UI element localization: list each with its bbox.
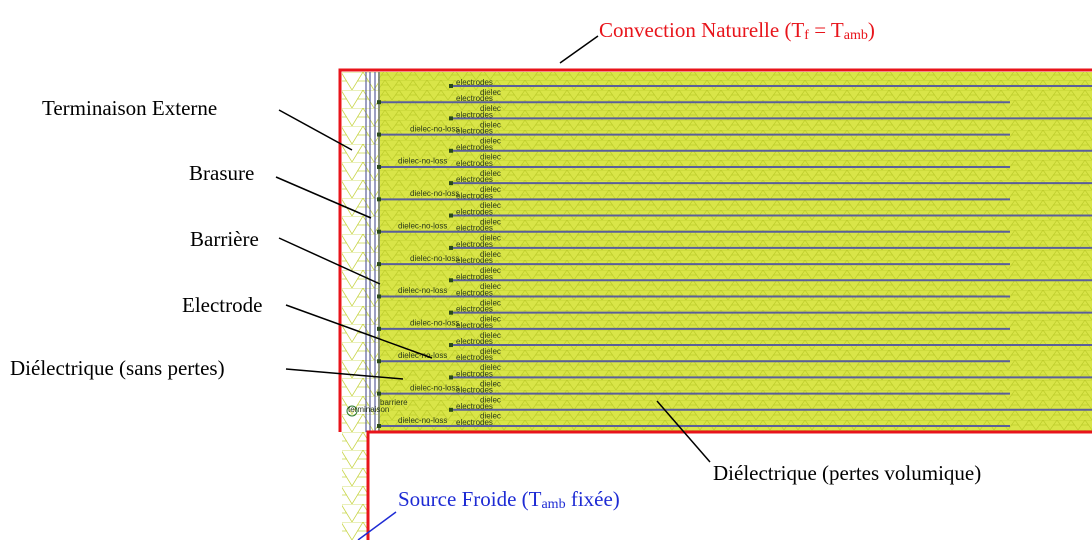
mesh-tag-dielec: dielec xyxy=(480,201,501,210)
dielectric-mesh xyxy=(378,72,1092,432)
mesh-tag-electrodes: electrodes xyxy=(456,418,493,427)
electrode-node xyxy=(377,164,381,169)
electrode-node xyxy=(377,132,381,137)
mesh-tag-dielec: dielec xyxy=(480,396,501,405)
mesh-tag-dielec: dielec xyxy=(480,120,501,129)
mesh-tag-electrodes: electrodes xyxy=(456,191,493,200)
mesh-tag-dielec: dielec xyxy=(480,315,501,324)
label-dielectrique-pertes: Diélectrique (pertes volumique) xyxy=(713,461,981,485)
mesh-tag-dielec: dielec xyxy=(480,250,501,259)
mesh-tag-dielec-no-loss: dielec-no-loss xyxy=(398,157,447,166)
mesh-tag-dielec: dielec xyxy=(480,282,501,291)
mesh-tag-electrodes: electrodes xyxy=(456,305,493,314)
electrode-node xyxy=(449,278,453,283)
electrode-stack xyxy=(377,84,1092,428)
mesh-tag-dielec-no-loss: dielec-no-loss xyxy=(398,416,447,425)
electrode-node xyxy=(377,100,381,105)
mesh-tag-dielec-no-loss: dielec-no-loss xyxy=(410,124,459,133)
mesh-tag-dielec: dielec xyxy=(480,347,501,356)
mesh-tag-electrodes: electrodes xyxy=(456,143,493,152)
mesh-tag-electrodes: electrodes xyxy=(456,94,493,103)
mesh-tag-electrodes: electrodes xyxy=(456,110,493,119)
mesh-tag-electrodes: electrodes xyxy=(456,175,493,184)
electrode-node xyxy=(449,310,453,315)
mesh-tag-dielec: dielec xyxy=(480,363,501,372)
mesh-tag-dielec-no-loss: dielec-no-loss xyxy=(410,254,459,263)
mesh-tag-electrodes: electrodes xyxy=(456,321,493,330)
mesh-tag-dielec: dielec xyxy=(480,298,501,307)
mesh-tag-electrodes: electrodes xyxy=(456,386,493,395)
electrode-node xyxy=(377,391,381,396)
mesh-tag-electrodes: electrodes xyxy=(456,272,493,281)
electrode-node xyxy=(449,343,453,348)
mesh-tag-electrodes: electrodes xyxy=(456,78,493,87)
electrode-node xyxy=(449,148,453,153)
convection-boundary xyxy=(338,68,1092,432)
mesh-tag-dielec-no-loss: dielec-no-loss xyxy=(398,221,447,230)
mesh-tag-barriere: barriere xyxy=(380,398,408,407)
mesh-tag-dielec-no-loss: dielec-no-loss xyxy=(410,319,459,328)
mesh-tag-dielec: dielec xyxy=(480,88,501,97)
label-electrode: Electrode xyxy=(182,293,262,317)
label-barriere: Barrière xyxy=(190,227,259,251)
mesh-tag-dielec: dielec xyxy=(480,379,501,388)
label-terminaison-externe: Terminaison Externe xyxy=(42,96,217,120)
mesh-tag-dielec: dielec xyxy=(480,412,501,421)
electrode-node xyxy=(377,326,381,331)
mesh-tag-electrodes: electrodes xyxy=(456,337,493,346)
cold-source-boundary xyxy=(366,430,1092,540)
mesh-tag-dielec: dielec xyxy=(480,331,501,340)
mesh-tag-electrodes: electrodes xyxy=(456,369,493,378)
terminaison-mesh xyxy=(342,72,378,432)
label-brasure: Brasure xyxy=(189,161,254,185)
mesh-tag-electrodes: electrodes xyxy=(456,224,493,233)
electrode-node xyxy=(377,197,381,202)
mesh-tag-dielec-no-loss: dielec-no-loss xyxy=(398,351,447,360)
mesh-tag-electrodes: electrodes xyxy=(456,240,493,249)
electrode-node xyxy=(449,84,453,88)
mesh-tag-dielec: dielec xyxy=(480,217,501,226)
electrode-node xyxy=(449,375,453,380)
mesh-tag-dielec-no-loss: dielec-no-loss xyxy=(410,383,459,392)
electrode-node xyxy=(449,213,453,218)
electrode-node xyxy=(449,245,453,250)
mesh-tag-electrodes: electrodes xyxy=(456,353,493,362)
electrode-node xyxy=(449,116,453,121)
mesh-tag-electrodes: electrodes xyxy=(456,288,493,297)
mesh-tag-dielec-no-loss: dielec-no-loss xyxy=(398,286,447,295)
mesh-tag-terminaison: terminaison xyxy=(348,405,389,414)
mesh-tag-dielec: dielec xyxy=(480,153,501,162)
electrode-node xyxy=(377,229,381,234)
mesh-tag-electrodes: electrodes xyxy=(456,402,493,411)
electrode-node xyxy=(449,181,453,186)
mesh-tag-dielec: dielec xyxy=(480,169,501,178)
mesh-tag-dielec: dielec xyxy=(480,136,501,145)
mesh-tag-dielec-no-loss: dielec-no-loss xyxy=(410,189,459,198)
label-dielectrique-sans-pertes: Diélectrique (sans pertes) xyxy=(10,356,225,380)
mesh-tag-dielec: dielec xyxy=(480,185,501,194)
cold-source-label: Source Froide (Tamb fixée) xyxy=(398,487,620,512)
electrode-node xyxy=(449,407,453,412)
mesh-tag-dielec: dielec xyxy=(480,234,501,243)
electrode-node xyxy=(377,262,381,267)
mesh-tag-dielec: dielec xyxy=(480,266,501,275)
electrode-node xyxy=(377,294,381,299)
electrode-node xyxy=(377,424,381,428)
mesh-tag-electrodes: electrodes xyxy=(456,256,493,265)
mesh-tag-electrodes: electrodes xyxy=(456,208,493,217)
termination-layers xyxy=(365,72,380,432)
mesh-tag-electrodes: electrodes xyxy=(456,159,493,168)
cold-source-leader xyxy=(357,511,397,540)
terminal-marker xyxy=(346,405,358,417)
electrode-node xyxy=(377,359,381,364)
mesh-tag-electrodes: electrodes xyxy=(456,127,493,136)
leader-lines xyxy=(275,35,711,463)
convection-label: Convection Naturelle (Tf = Tamb) xyxy=(599,18,875,43)
mesh-tag-layer: electrodesdielecelectrodesdielecelectrod… xyxy=(398,78,501,427)
mesh-tag-dielec: dielec xyxy=(480,104,501,113)
